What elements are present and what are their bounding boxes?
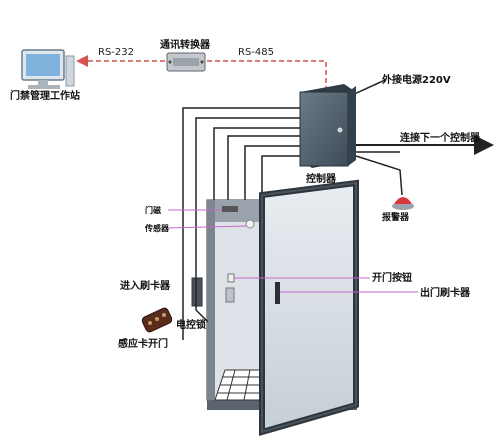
converter-label: 通讯转换器 [160, 38, 211, 51]
power-label: 外接电源220V [381, 73, 451, 86]
entry-reader-device [191, 277, 203, 307]
entry-reader-label: 进入刷卡器 [120, 279, 171, 292]
proximity-card-icon [141, 307, 173, 333]
card-open-label: 感应卡开门 [118, 337, 168, 350]
sensor-pointer [167, 225, 247, 229]
controller-box [299, 84, 356, 168]
lock-wire [195, 278, 209, 323]
exit-button-device [227, 273, 235, 283]
glass-door [259, 179, 359, 436]
door-magnet-device [222, 206, 238, 212]
alarm-wire [355, 155, 403, 196]
rs232-label: RS-232 [98, 47, 134, 58]
sensor-device [245, 219, 255, 229]
alarm-icon [392, 197, 414, 210]
sensor-label: 传感器 [144, 223, 170, 233]
electric-lock-label: 电控锁 [176, 318, 206, 331]
workstation-label: 门禁管理工作站 [10, 89, 80, 102]
converter-icon [166, 52, 206, 72]
door-magnet-label: 门磁 [145, 205, 161, 215]
alarm-label: 报警器 [382, 211, 410, 223]
exit-reader-device [225, 287, 235, 303]
exit-reader-label: 出门刷卡器 [420, 286, 471, 299]
workstation-computer-icon [21, 49, 75, 89]
rs485-label: RS-485 [238, 47, 274, 58]
rs485-link [207, 60, 327, 88]
exit-button-label: 开门按钮 [372, 271, 412, 284]
next-controller-label: 连接下一个控制器 [400, 131, 481, 144]
controller-label: 控制器 [306, 172, 337, 185]
